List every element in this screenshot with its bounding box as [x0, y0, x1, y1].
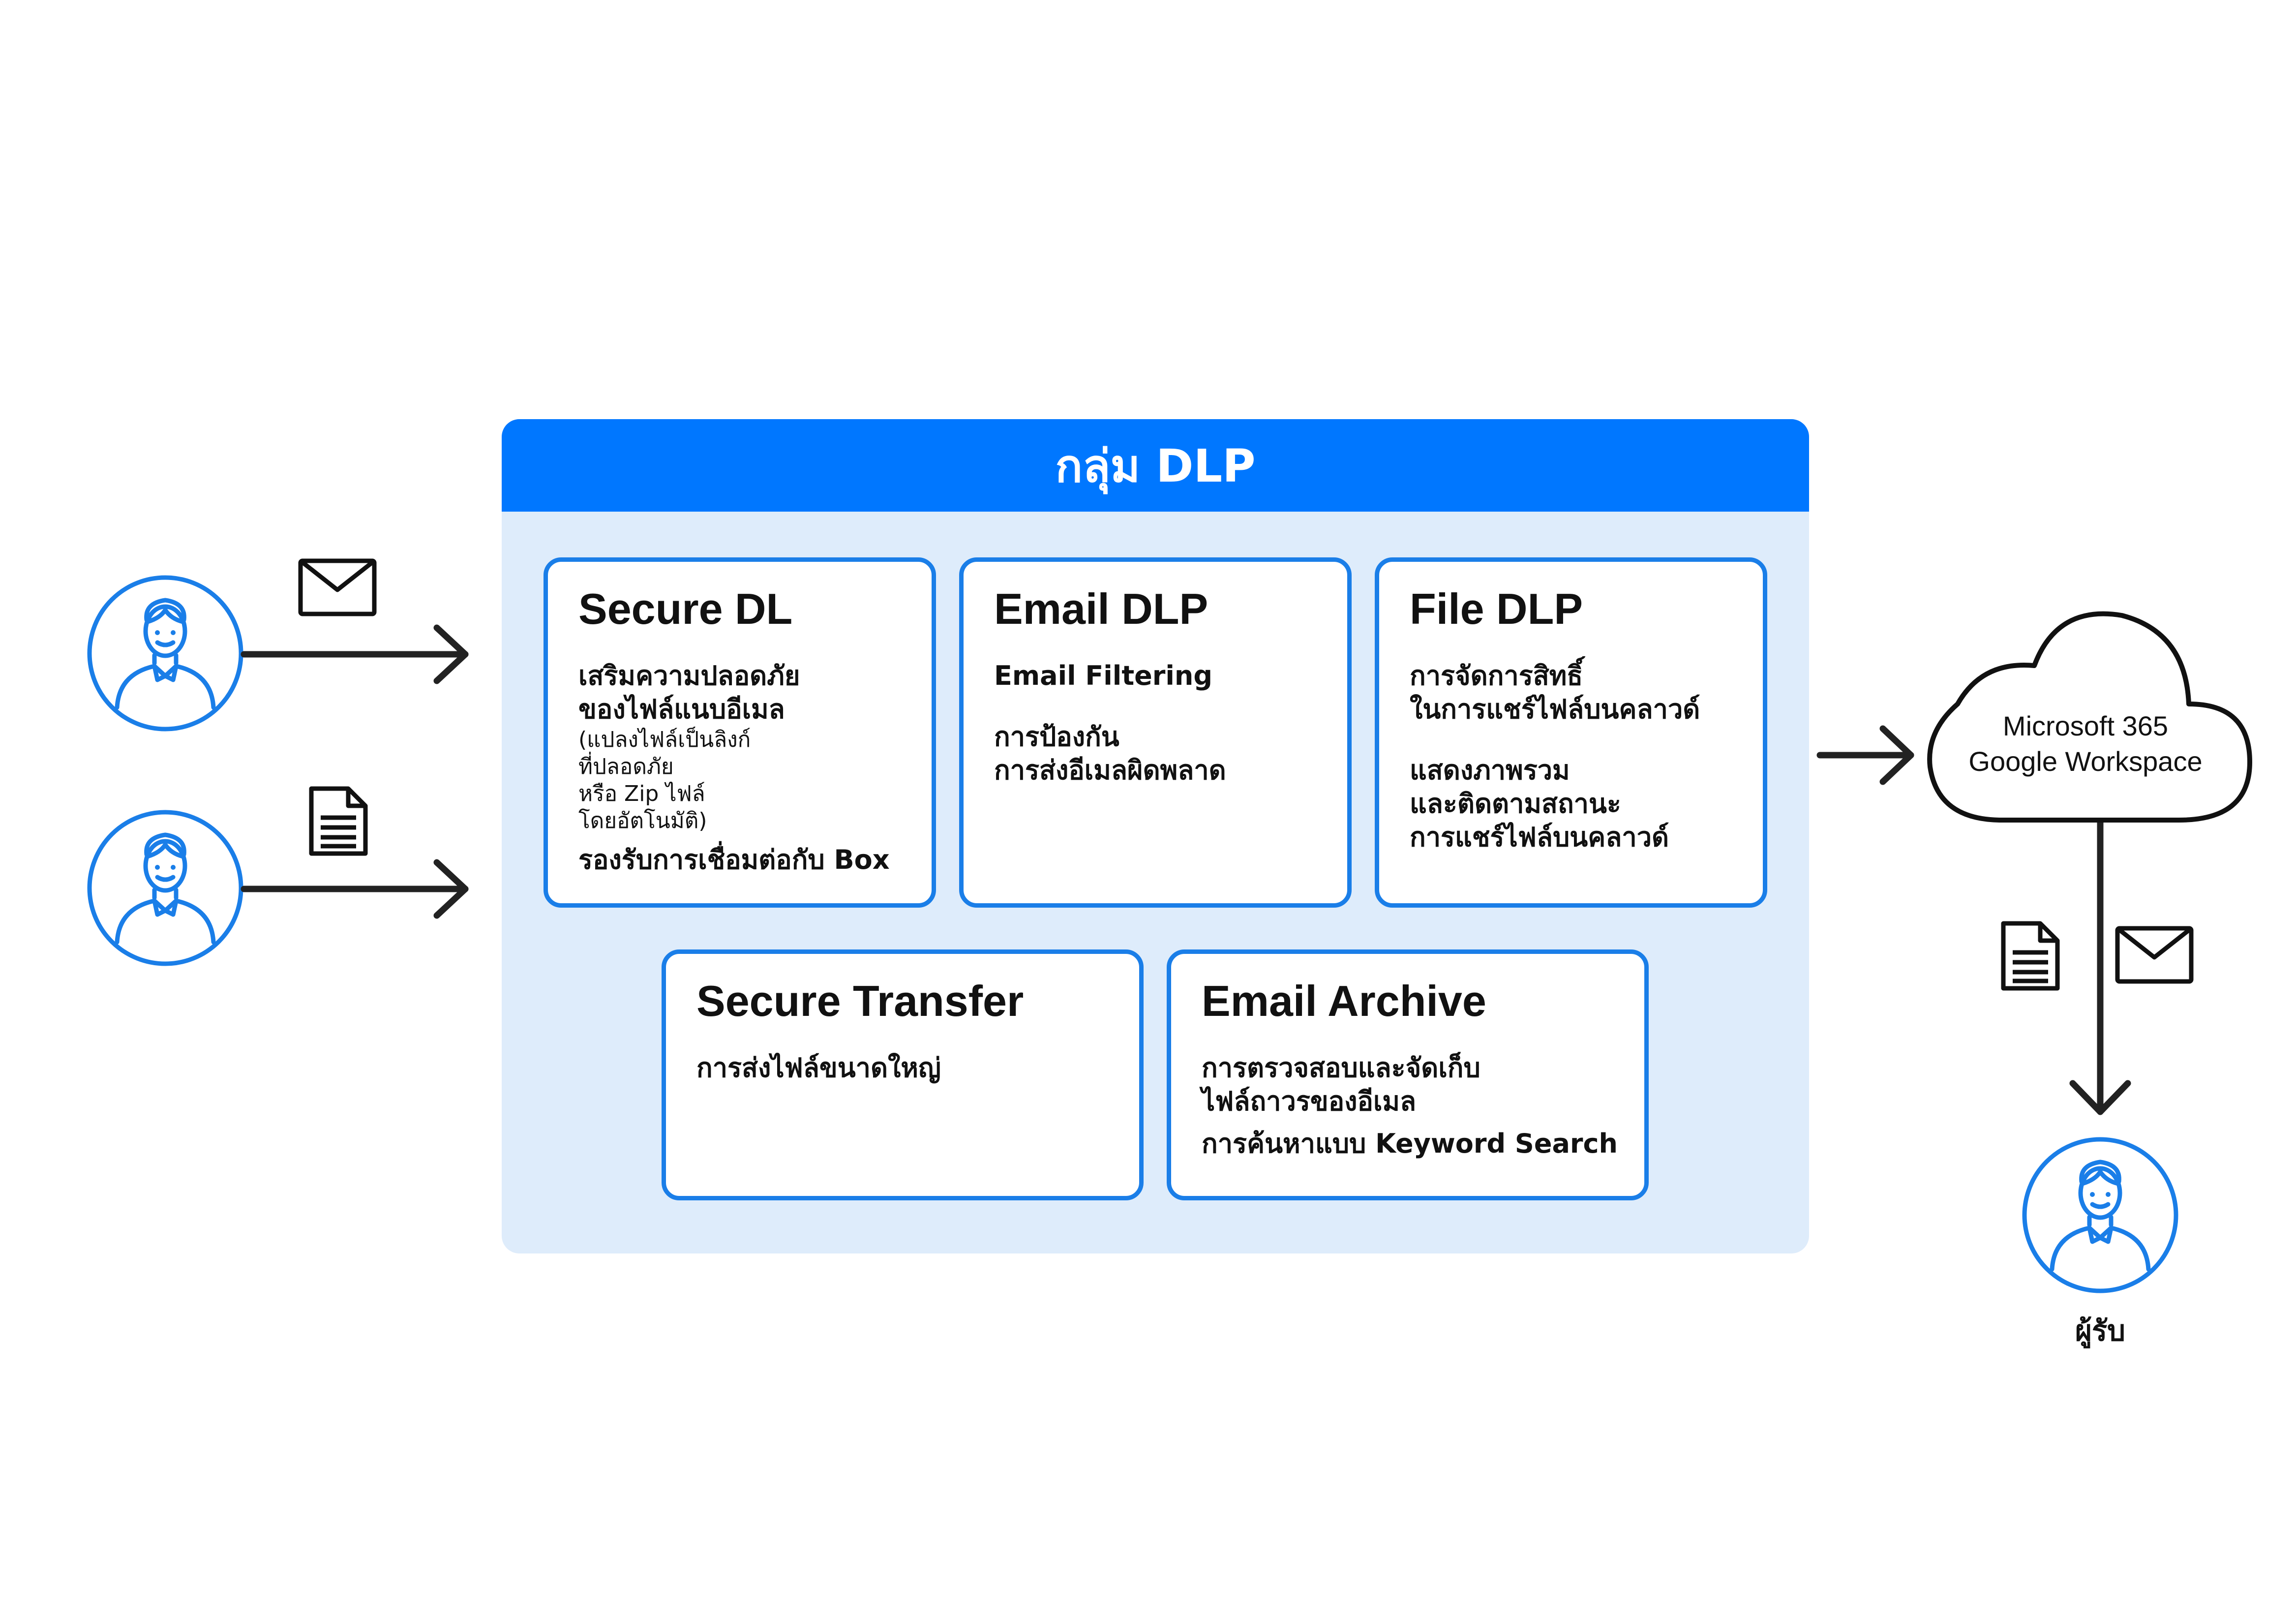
card-line: Email Filtering — [994, 660, 1212, 691]
card-email-dlp: Email DLP Email Filtering การป้องกัน การ… — [959, 557, 1352, 908]
sender-top-avatar-icon — [87, 575, 243, 732]
card-secure-transfer: Secure Transfer การส่งไฟล์ขนาดใหญ่ — [662, 949, 1144, 1200]
card-line: เสริมความปลอดภัย — [578, 660, 800, 691]
card-note: ที่ปลอดภัย — [578, 754, 674, 779]
document-icon — [309, 786, 368, 856]
card-title: Secure Transfer — [696, 977, 1024, 1025]
card-line: รองรับการเชื่อมต่อกับ Box — [578, 844, 890, 875]
card-line: การส่งไฟล์ขนาดใหญ่ — [696, 1052, 941, 1083]
card-line: แสดงภาพรวม — [1410, 755, 1570, 786]
dlp-group-title: กลุ่ม DLP — [1055, 439, 1256, 492]
card-note: (แปลงไฟล์เป็นลิงก์ — [578, 727, 751, 752]
cloud-icon — [1927, 611, 2252, 823]
card-note: โดยอัตโนมัติ) — [578, 808, 707, 833]
arrow-down-icon — [2069, 818, 2131, 1115]
card-file-dlp: File DLP การจัดการสิทธิ์ ในการแชร์ไฟล์บน… — [1375, 557, 1767, 908]
card-line: การตรวจสอบและจัดเก็บ — [1202, 1052, 1480, 1083]
document-icon — [2001, 921, 2060, 991]
envelope-icon — [2115, 926, 2194, 984]
card-line: การแชร์ไฟล์บนคลาวด์ — [1410, 822, 1669, 853]
card-title: File DLP — [1410, 584, 1583, 633]
card-line: การป้องกัน — [994, 721, 1119, 752]
cloud-line: Google Workspace — [1968, 746, 2203, 777]
arrow-right-icon — [241, 859, 469, 919]
card-secure-dl: Secure DL เสริมความปลอดภัย ของไฟล์แนบอีเ… — [544, 557, 936, 908]
envelope-icon — [298, 558, 377, 616]
card-title: Email DLP — [994, 584, 1208, 633]
arrow-right-icon — [241, 624, 469, 684]
card-title: Secure DL — [578, 584, 793, 633]
card-line: ของไฟล์แนบอีเมล — [578, 694, 785, 725]
card-note: หรือ Zip ไฟล์ — [578, 781, 705, 806]
card-line: การค้นหาแบบ Keyword Search — [1202, 1128, 1618, 1159]
cloud-platforms-label: Microsoft 365 Google Workspace — [1938, 708, 2233, 779]
card-line: การส่งอีเมลผิดพลาด — [994, 755, 1226, 786]
recipient-label: ผู้รับ — [2075, 1314, 2125, 1347]
recipient-avatar-icon — [2022, 1137, 2178, 1293]
card-email-archive: Email Archive การตรวจสอบและจัดเก็บ ไฟล์ถ… — [1167, 949, 1649, 1200]
dlp-group-header: กลุ่ม DLP — [502, 419, 1809, 512]
arrow-right-icon — [1816, 725, 1914, 785]
sender-bottom-avatar-icon — [87, 810, 243, 966]
card-line: ในการแชร์ไฟล์บนคลาวด์ — [1410, 694, 1700, 725]
cloud-line: Microsoft 365 — [2002, 710, 2169, 741]
card-line: ไฟล์ถาวรของอีเมล — [1202, 1086, 1417, 1117]
card-line: การจัดการสิทธิ์ — [1410, 660, 1583, 691]
card-title: Email Archive — [1202, 977, 1486, 1025]
card-line: และติดตามสถานะ — [1410, 788, 1621, 819]
